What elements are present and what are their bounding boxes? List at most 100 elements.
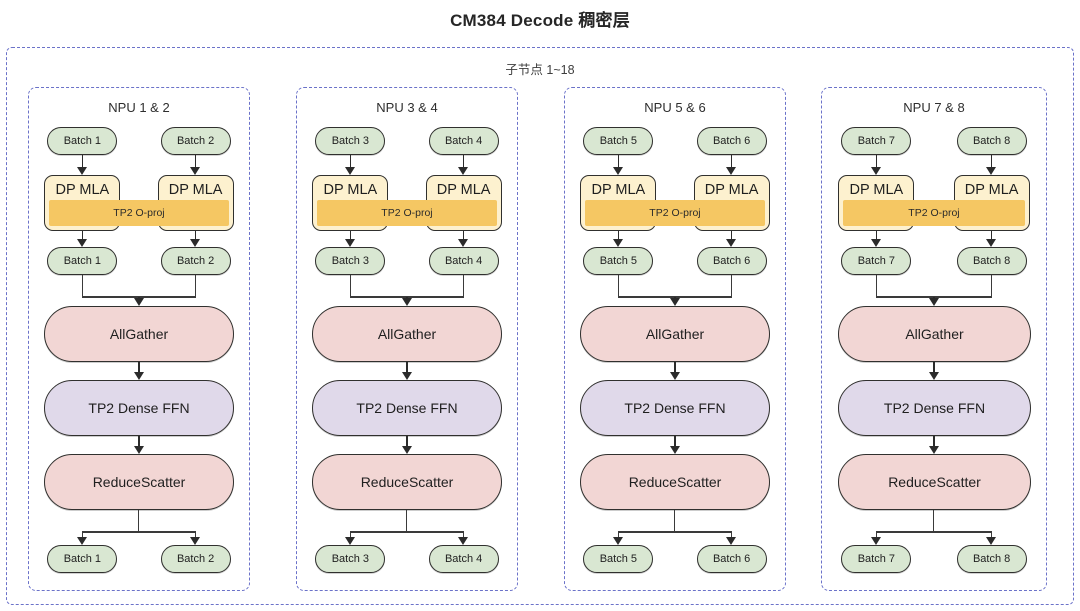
batch-node-mid: Batch 4 [428, 247, 499, 275]
reducescatter-node: ReduceScatter [44, 454, 234, 510]
connector-vertical [617, 532, 619, 538]
batch-node-mid: Batch 1 [47, 247, 118, 275]
reducescatter-node: ReduceScatter [580, 454, 770, 510]
npu-group-1: NPU 3 & 4 [296, 87, 518, 591]
batch-node-in: Batch 1 [47, 127, 118, 155]
arrow-head [612, 167, 623, 175]
connector-vertical [730, 532, 732, 538]
connector-vertical [138, 510, 140, 532]
batch-node-in: Batch 2 [160, 127, 231, 155]
arrow-head [458, 167, 469, 175]
arrow-head [726, 537, 737, 545]
batch-node-mid: Batch 7 [841, 247, 912, 275]
connector-vertical [194, 275, 196, 297]
arrow-head [669, 298, 680, 306]
tp2-dense-ffn-node: TP2 Dense FFN [44, 380, 234, 436]
connector-vertical [462, 532, 464, 538]
arrow-head [458, 537, 469, 545]
tp2-dense-ffn-node: TP2 Dense FFN [838, 380, 1031, 436]
arrow-head [344, 537, 355, 545]
reducescatter-node: ReduceScatter [838, 454, 1031, 510]
batch-node-in: Batch 6 [696, 127, 767, 155]
tp2-oproj-bar: TP2 O-proj [843, 200, 1025, 226]
connector-vertical [81, 155, 84, 168]
arrow-head [612, 239, 623, 247]
connector-vertical [875, 275, 877, 297]
connector-horizontal [618, 531, 732, 533]
arrow-head [986, 537, 997, 545]
arrow-head [401, 446, 412, 454]
connector-vertical [990, 155, 993, 168]
connector-vertical [81, 231, 84, 240]
arrow-head [928, 446, 939, 454]
batch-node-in: Batch 7 [841, 127, 912, 155]
arrow-head [458, 239, 469, 247]
connector-vertical [990, 231, 993, 240]
connector-vertical [349, 231, 352, 240]
arrow-head [669, 372, 680, 380]
arrow-head [669, 446, 680, 454]
connector-horizontal [876, 531, 992, 533]
connector-horizontal [618, 296, 732, 298]
arrow-head [870, 239, 881, 247]
arrow-head [190, 167, 201, 175]
connector-vertical [194, 532, 196, 538]
tp2-oproj-bar: TP2 O-proj [49, 200, 229, 226]
connector-vertical [462, 155, 465, 168]
arrow-head [870, 167, 881, 175]
connector-vertical [875, 532, 877, 538]
connector-vertical [674, 362, 676, 373]
connector-vertical [138, 362, 140, 373]
reducescatter-node: ReduceScatter [312, 454, 502, 510]
arrow-head [190, 239, 201, 247]
connector-vertical [875, 155, 878, 168]
batch-node-in: Batch 8 [956, 127, 1027, 155]
connector-horizontal [82, 296, 196, 298]
allgather-node: AllGather [838, 306, 1031, 362]
arrow-head [986, 167, 997, 175]
tp2-dense-ffn-node: TP2 Dense FFN [580, 380, 770, 436]
arrow-head [401, 372, 412, 380]
batch-node-out: Batch 7 [841, 545, 912, 573]
arrow-head [190, 537, 201, 545]
arrow-head [344, 167, 355, 175]
batch-node-out: Batch 8 [956, 545, 1027, 573]
arrow-head [76, 167, 87, 175]
connector-vertical [406, 362, 408, 373]
arrow-head [928, 298, 939, 306]
allgather-node: AllGather [44, 306, 234, 362]
arrow-head [344, 239, 355, 247]
connector-vertical [617, 275, 619, 297]
arrow-head [76, 239, 87, 247]
batch-node-out: Batch 4 [428, 545, 499, 573]
arrow-head [928, 372, 939, 380]
npu-group-title-3: NPU 7 & 8 [903, 100, 965, 115]
connector-vertical [990, 275, 993, 297]
tp2-oproj-bar: TP2 O-proj [317, 200, 497, 226]
arrow-head [133, 446, 144, 454]
connector-horizontal [82, 531, 196, 533]
batch-node-out: Batch 5 [583, 545, 654, 573]
connector-vertical [349, 155, 352, 168]
parent-node-label: 子节点 1~18 [505, 63, 575, 77]
connector-vertical [617, 155, 620, 168]
batch-node-mid: Batch 2 [160, 247, 231, 275]
arrow-head [986, 239, 997, 247]
connector-vertical [730, 275, 732, 297]
connector-vertical [194, 155, 197, 168]
batch-node-out: Batch 1 [47, 545, 118, 573]
connector-horizontal [350, 531, 464, 533]
connector-vertical [349, 532, 351, 538]
arrow-head [133, 372, 144, 380]
connector-vertical [462, 275, 464, 297]
connector-vertical [875, 231, 878, 240]
batch-node-in: Batch 3 [315, 127, 386, 155]
batch-node-mid: Batch 6 [696, 247, 767, 275]
arrow-head [870, 537, 881, 545]
connector-vertical [194, 231, 197, 240]
arrow-head [401, 298, 412, 306]
batch-node-mid: Batch 5 [583, 247, 654, 275]
arrow-head [76, 537, 87, 545]
connector-horizontal [876, 296, 992, 298]
